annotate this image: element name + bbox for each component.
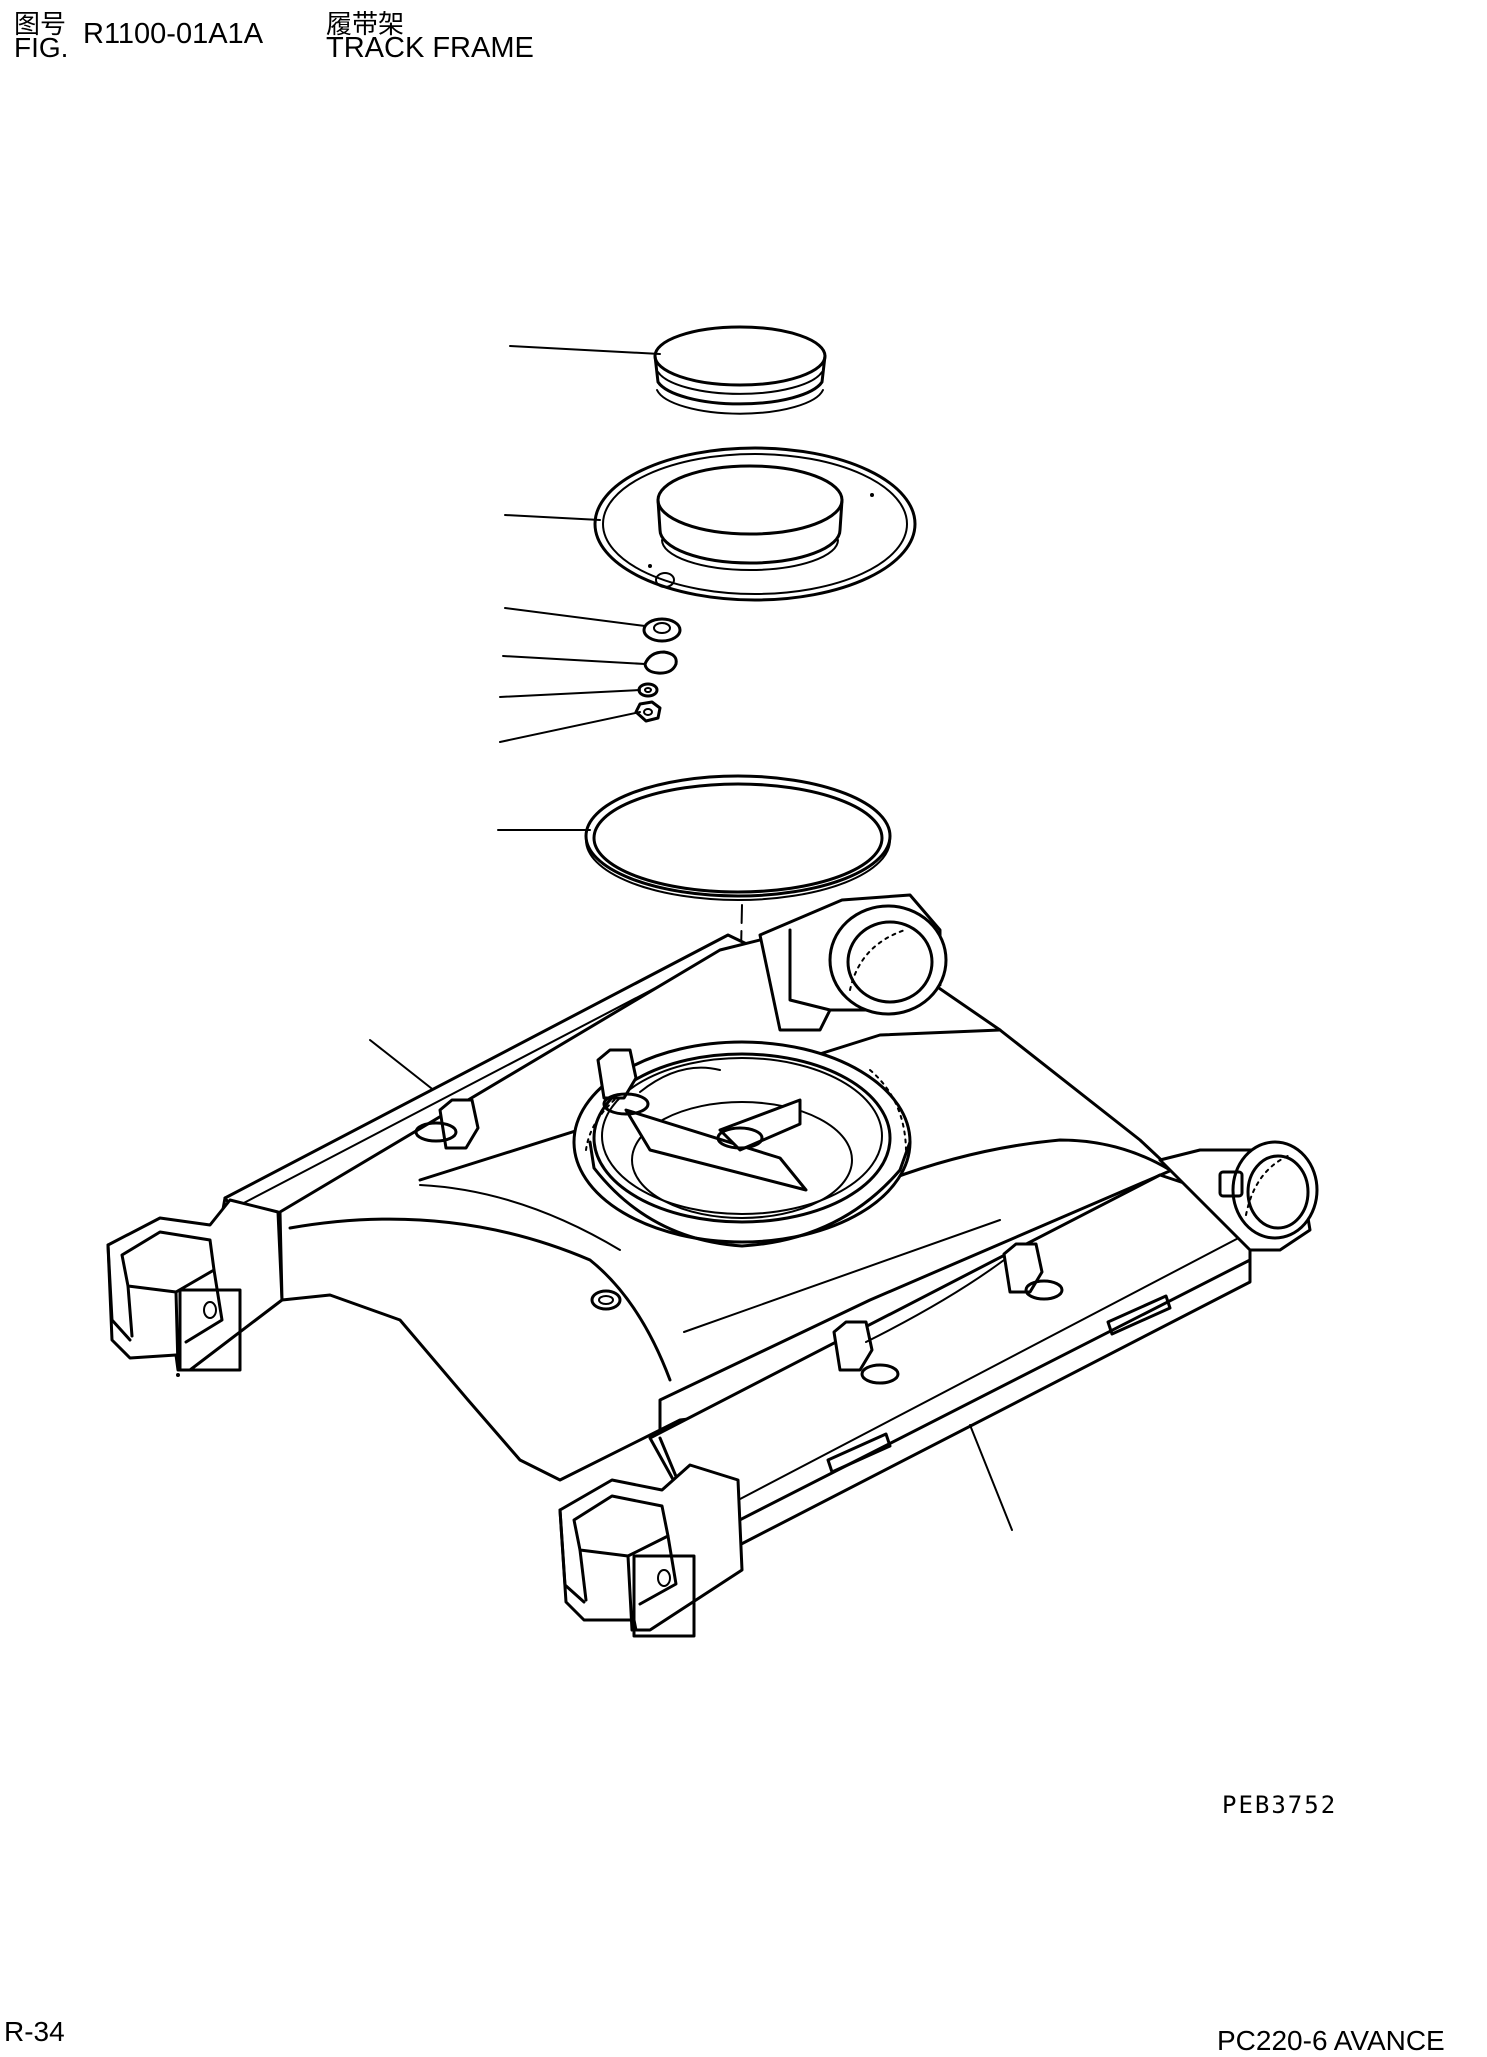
seal-ring xyxy=(653,325,827,415)
page-number: R-34 xyxy=(4,2016,65,2047)
track-guard-brackets-left xyxy=(414,1048,721,1150)
leader-line-6 xyxy=(499,711,641,743)
title-en: TRACK FRAME xyxy=(326,32,534,64)
leader-line-5 xyxy=(499,689,641,698)
grease-hole xyxy=(590,1289,622,1311)
reference-code: PEB3752 xyxy=(1222,1791,1338,1819)
leader-line-3 xyxy=(504,607,646,627)
bolt-holes xyxy=(585,1069,907,1151)
leader-line-1 xyxy=(509,345,661,355)
fastener-stack xyxy=(634,617,682,723)
model-name: PC220-6 AVANCE xyxy=(1217,2025,1445,2056)
track-guard-brackets-right xyxy=(832,1242,1064,1385)
figure-number: R1100-01A1A xyxy=(83,18,264,50)
title-cn: 履带架 xyxy=(326,9,405,39)
figure-label-cn: 图号 xyxy=(14,9,67,39)
leader-line-2 xyxy=(504,514,601,521)
leader-line-4 xyxy=(502,655,646,665)
figure-label: FIG. xyxy=(14,32,69,63)
cover-plate xyxy=(593,446,917,602)
track-frame-body xyxy=(106,893,1319,1638)
o-ring xyxy=(584,774,892,901)
leader-line-9 xyxy=(969,1424,1013,1531)
guard-handles xyxy=(826,1294,1172,1474)
